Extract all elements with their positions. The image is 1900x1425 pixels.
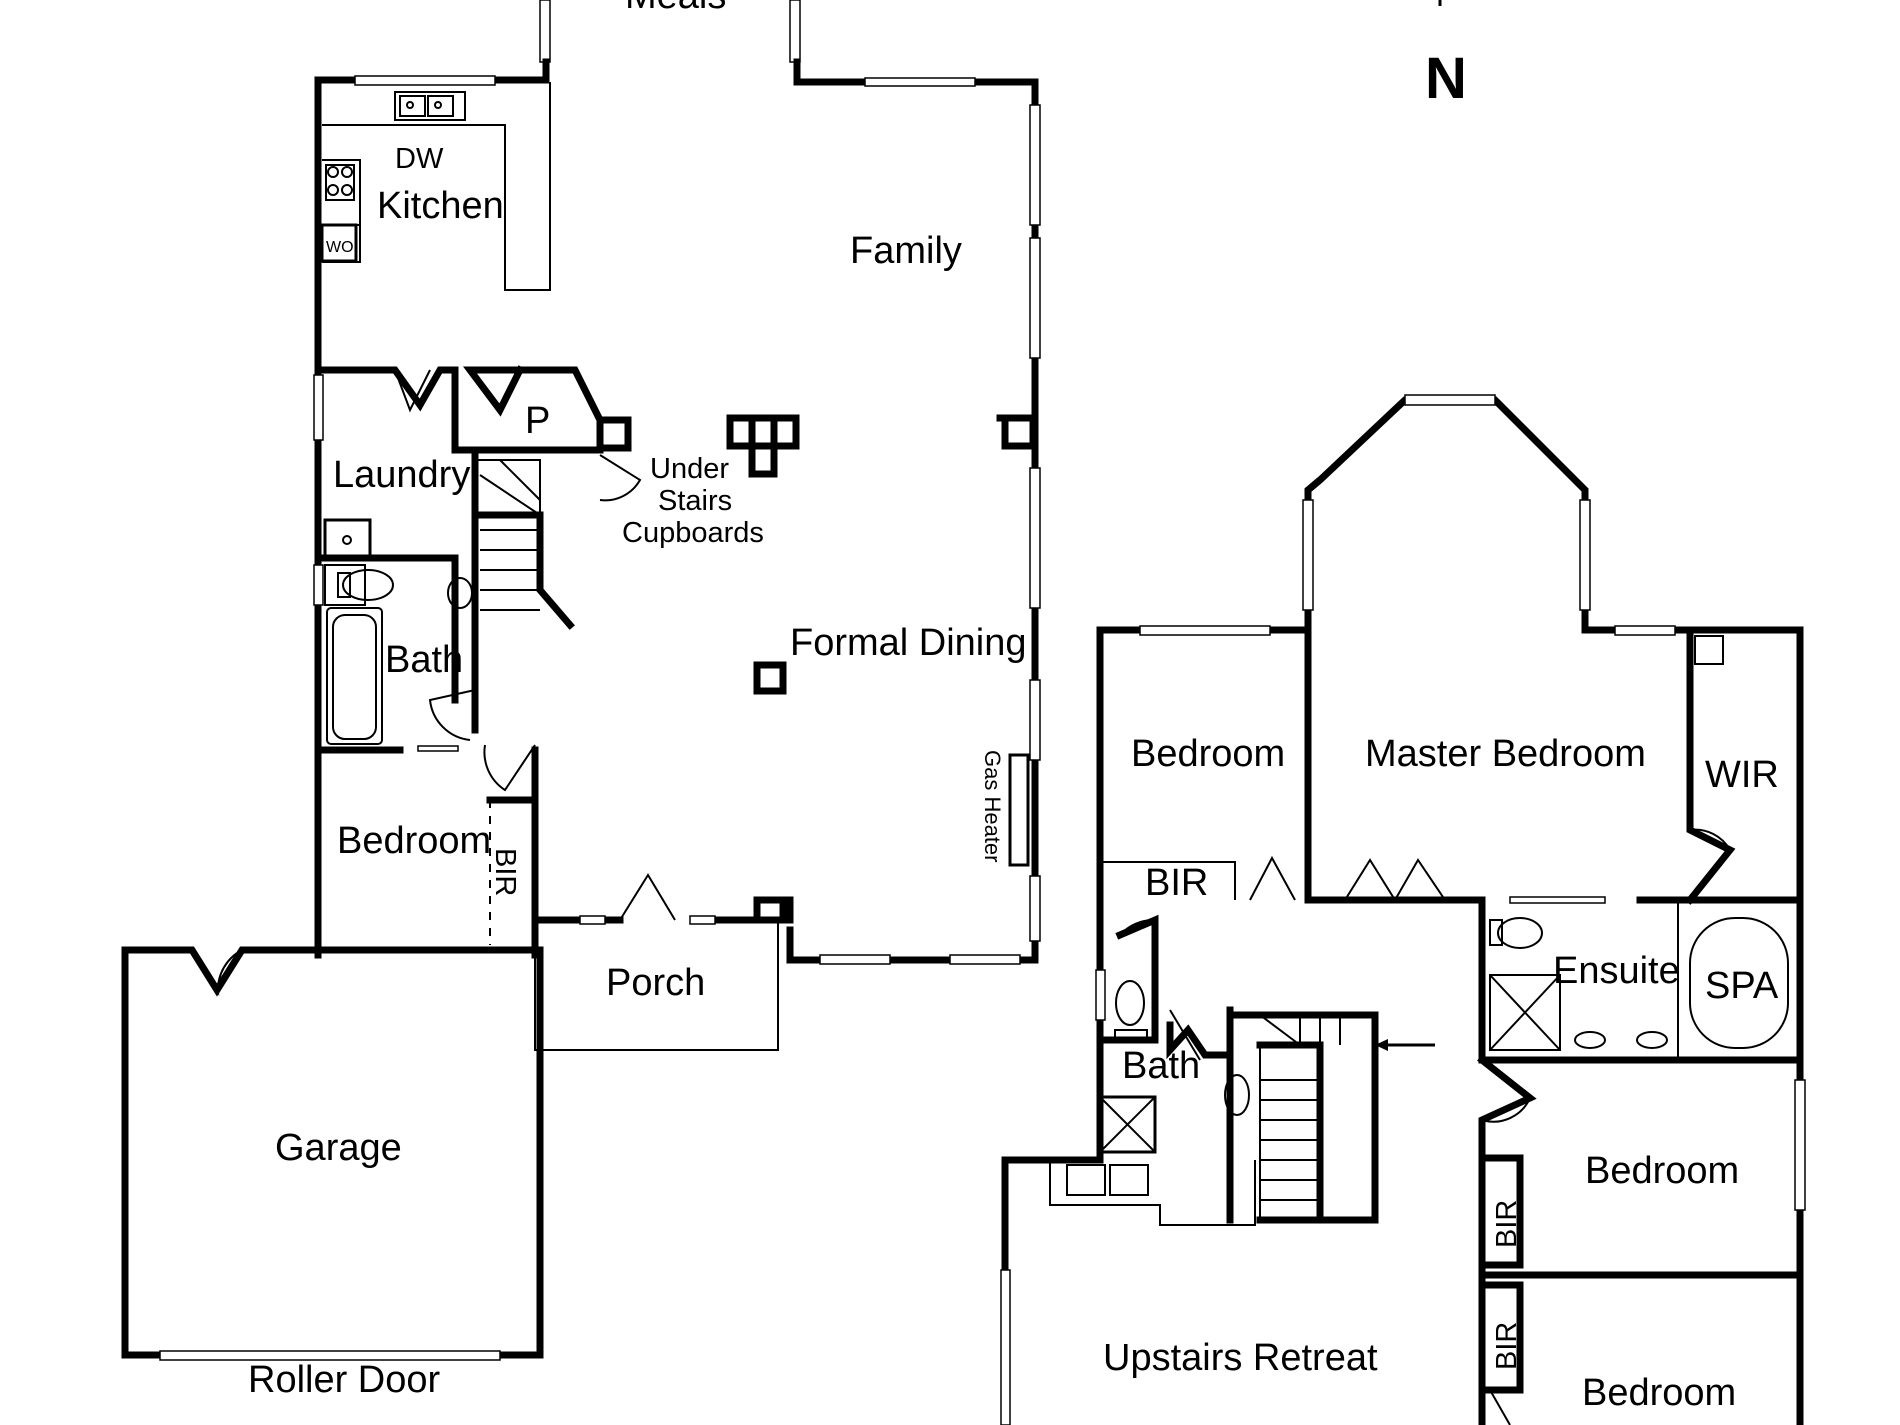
first-floor: Bedroom BIR Master Bedroom WIR Ensuite S… xyxy=(1000,394,1806,1425)
ground-floor: DW Kitchen WO Family P Laundry Under Sta… xyxy=(121,0,1041,1401)
pantry-label: P xyxy=(525,400,550,442)
ensuite-label: Ensuite xyxy=(1553,950,1680,992)
bedroom-label: Bedroom xyxy=(337,820,491,862)
meals-label: Meals xyxy=(625,0,726,17)
under-stairs-label-1: Under xyxy=(650,453,729,485)
bir-2-label: BIR xyxy=(1491,1200,1523,1248)
formal-dining-label: Formal Dining xyxy=(790,622,1027,664)
bath-label: Bath xyxy=(385,639,463,681)
first-bedroom-1-label: Bedroom xyxy=(1131,733,1285,775)
bir-label: BIR xyxy=(489,848,521,896)
laundry-label: Laundry xyxy=(333,454,470,496)
family-label: Family xyxy=(850,230,962,272)
first-bath-label: Bath xyxy=(1122,1045,1200,1087)
wo-label: WO xyxy=(326,239,354,256)
gas-heater-label: Gas Heater xyxy=(980,750,1005,863)
north-label: N xyxy=(1425,46,1467,111)
under-stairs-label-2: Stairs xyxy=(658,485,732,517)
roller-door-label: Roller Door xyxy=(248,1359,441,1401)
dw-label: DW xyxy=(395,143,444,175)
under-stairs-label-3: Cupboards xyxy=(622,517,764,549)
first-bedroom-3-label: Bedroom xyxy=(1582,1372,1736,1414)
first-bedroom-2-label: Bedroom xyxy=(1585,1150,1739,1192)
upstairs-retreat-label: Upstairs Retreat xyxy=(1103,1337,1378,1379)
wir-label: WIR xyxy=(1705,754,1779,796)
bir-1-label: BIR xyxy=(1145,862,1208,904)
bir-3-label: BIR xyxy=(1491,1322,1523,1370)
garage-label: Garage xyxy=(275,1127,402,1169)
porch-label: Porch xyxy=(606,962,705,1004)
kitchen-label: Kitchen xyxy=(377,185,504,227)
spa-label: SPA xyxy=(1705,965,1779,1007)
master-bedroom-label: Master Bedroom xyxy=(1365,733,1646,775)
